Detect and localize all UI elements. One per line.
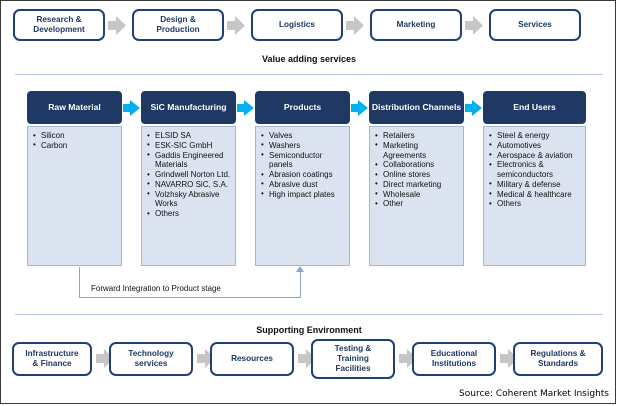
list-item: Retailers [375, 131, 459, 141]
top-box-line: Development [33, 25, 85, 34]
section-divider [15, 314, 603, 315]
list-item: Marketing Agreements [375, 140, 459, 161]
value-chain-column-products: Products Valves Washers Semiconductor pa… [255, 91, 350, 266]
list-item: Grindwell Norton Ltd. [147, 170, 231, 180]
bottom-box-regulations-standards[interactable]: Regulations & Standards [513, 342, 603, 376]
list-item: Wholesale [375, 189, 459, 200]
bottom-box-line: Educational [430, 349, 478, 359]
top-box-line: Logistics [279, 20, 315, 30]
source-attribution: Source: Coherent Market Insights [459, 389, 609, 399]
column-body-sic-manufacturing: ELSID SA ESK-SIC GmbH Gaddis Engineered … [141, 126, 236, 266]
value-adding-services-caption: Value adding services [261, 54, 357, 64]
arrow-right-cyan-icon [123, 100, 140, 116]
column-body-raw-material: Silicon Carbon [27, 126, 122, 266]
bottom-box-line: Training [337, 354, 369, 364]
top-box-line: Design & [160, 15, 196, 25]
value-chain-column-raw-material: Raw Material Silicon Carbon [27, 91, 122, 266]
bottom-box-line: & Finance [32, 359, 72, 368]
top-box-line: Marketing [396, 20, 436, 30]
column-header-products: Products [255, 91, 350, 124]
column-body-end-users: Steel & energy Automotives Aerospace & a… [483, 126, 586, 266]
value-chain-column-sic-manufacturing: SiC Manufacturing ELSID SA ESK-SIC GmbH … [141, 91, 236, 266]
forward-integration-connector [79, 266, 304, 299]
list-item: Gaddis Engineered Materials [147, 150, 231, 171]
column-header-raw-material: Raw Material [27, 91, 122, 124]
list-item: ESK-SIC GmbH [147, 140, 231, 151]
column-header-line: Manufacturing [167, 102, 227, 113]
value-chain-column-end-users: End Users Steel & energy Automotives Aer… [483, 91, 586, 266]
list-item: Others [489, 199, 581, 209]
arrow-right-icon [465, 16, 483, 35]
bottom-box-resources[interactable]: Resources [210, 342, 294, 376]
bottom-box-line: Regulations & [530, 349, 586, 359]
list-item: Semiconductor panels [261, 150, 345, 171]
bottom-box-line: Resources [231, 354, 273, 364]
list-item: Medical & healthcare [489, 189, 581, 200]
top-box-marketing[interactable]: Marketing [370, 9, 462, 41]
list-item: Abrasion coatings [261, 170, 345, 180]
list-item: Others [147, 209, 231, 219]
list-item: Online stores [375, 170, 459, 180]
section-divider [15, 74, 603, 75]
column-header-distribution-channels: Distribution Channels [369, 91, 464, 124]
list-item: Military & defense [489, 179, 581, 190]
arrow-right-cyan-icon [237, 100, 254, 116]
list-item: Direct marketing [375, 179, 459, 190]
list-item: Electronics & semiconductors [489, 160, 581, 180]
list-item: Silicon [33, 131, 117, 141]
value-chain-column-distribution-channels: Distribution Channels Retailers Marketin… [369, 91, 464, 266]
column-header-line: Channels [422, 102, 462, 113]
column-header-line: End Users [513, 102, 556, 113]
arrow-right-cyan-icon [351, 100, 368, 116]
list-item: Steel & energy [489, 131, 581, 141]
list-item: Collaborations [375, 160, 459, 170]
list-item: Valves [261, 131, 345, 141]
list-item: NAVARRO SiC, S.A. [147, 179, 231, 190]
column-header-line: SiC [150, 102, 165, 113]
column-body-distribution-channels: Retailers Marketing Agreements Collabora… [369, 126, 464, 266]
top-box-line: Research & [36, 15, 82, 25]
list-item: Abrasive dust [261, 179, 345, 190]
arrow-up-icon [296, 266, 304, 272]
list-item: High impact plates [261, 189, 345, 200]
list-item: Volzhsky Abrasive Works [147, 189, 231, 210]
arrow-right-icon [108, 16, 126, 35]
list-item: Carbon [33, 140, 117, 151]
top-box-logistics[interactable]: Logistics [251, 9, 343, 41]
arrow-right-icon [227, 16, 245, 35]
list-item: Washers [261, 140, 345, 151]
supporting-environment-caption: Supporting Environment [256, 325, 362, 335]
column-header-line: Products [283, 102, 322, 113]
bottom-box-line: Testing & [334, 344, 372, 354]
bottom-box-technology-services[interactable]: Technology services [109, 342, 193, 376]
list-item: Aerospace & aviation [489, 150, 581, 161]
arrow-right-icon [346, 16, 364, 35]
bottom-box-infrastructure-finance[interactable]: Infrastructure & Finance [12, 342, 92, 376]
arrow-right-cyan-icon [465, 100, 482, 116]
top-box-design-production[interactable]: Design & Production [132, 9, 224, 41]
list-item: Other [375, 199, 459, 209]
bottom-box-line: services [134, 359, 168, 368]
bottom-box-line: Technology [128, 349, 174, 359]
top-box-line: Services [518, 20, 552, 30]
column-header-sic-manufacturing: SiC Manufacturing [141, 91, 236, 124]
column-body-products: Valves Washers Semiconductor panels Abra… [255, 126, 350, 266]
column-header-line: Raw Material [48, 102, 101, 113]
bottom-box-line: Standards [537, 359, 579, 368]
bottom-box-educational-institutions[interactable]: Educational Institutions [412, 342, 496, 376]
bottom-box-line: Facilities [335, 363, 371, 373]
top-box-line: Production [156, 25, 200, 34]
top-box-services[interactable]: Services [489, 9, 581, 41]
bottom-box-line: Institutions [431, 359, 477, 368]
list-item: Automotives [489, 140, 581, 151]
list-item: ELSID SA [147, 131, 231, 141]
column-header-end-users: End Users [483, 91, 586, 124]
bottom-box-testing-training-facilities[interactable]: Testing & Training Facilities [311, 339, 395, 379]
column-header-line: Distribution [371, 102, 421, 113]
top-box-research-development[interactable]: Research & Development [13, 9, 105, 41]
forward-integration-label: Forward Integration to Product stage [91, 284, 221, 293]
bottom-box-line: Infrastructure [25, 349, 79, 359]
